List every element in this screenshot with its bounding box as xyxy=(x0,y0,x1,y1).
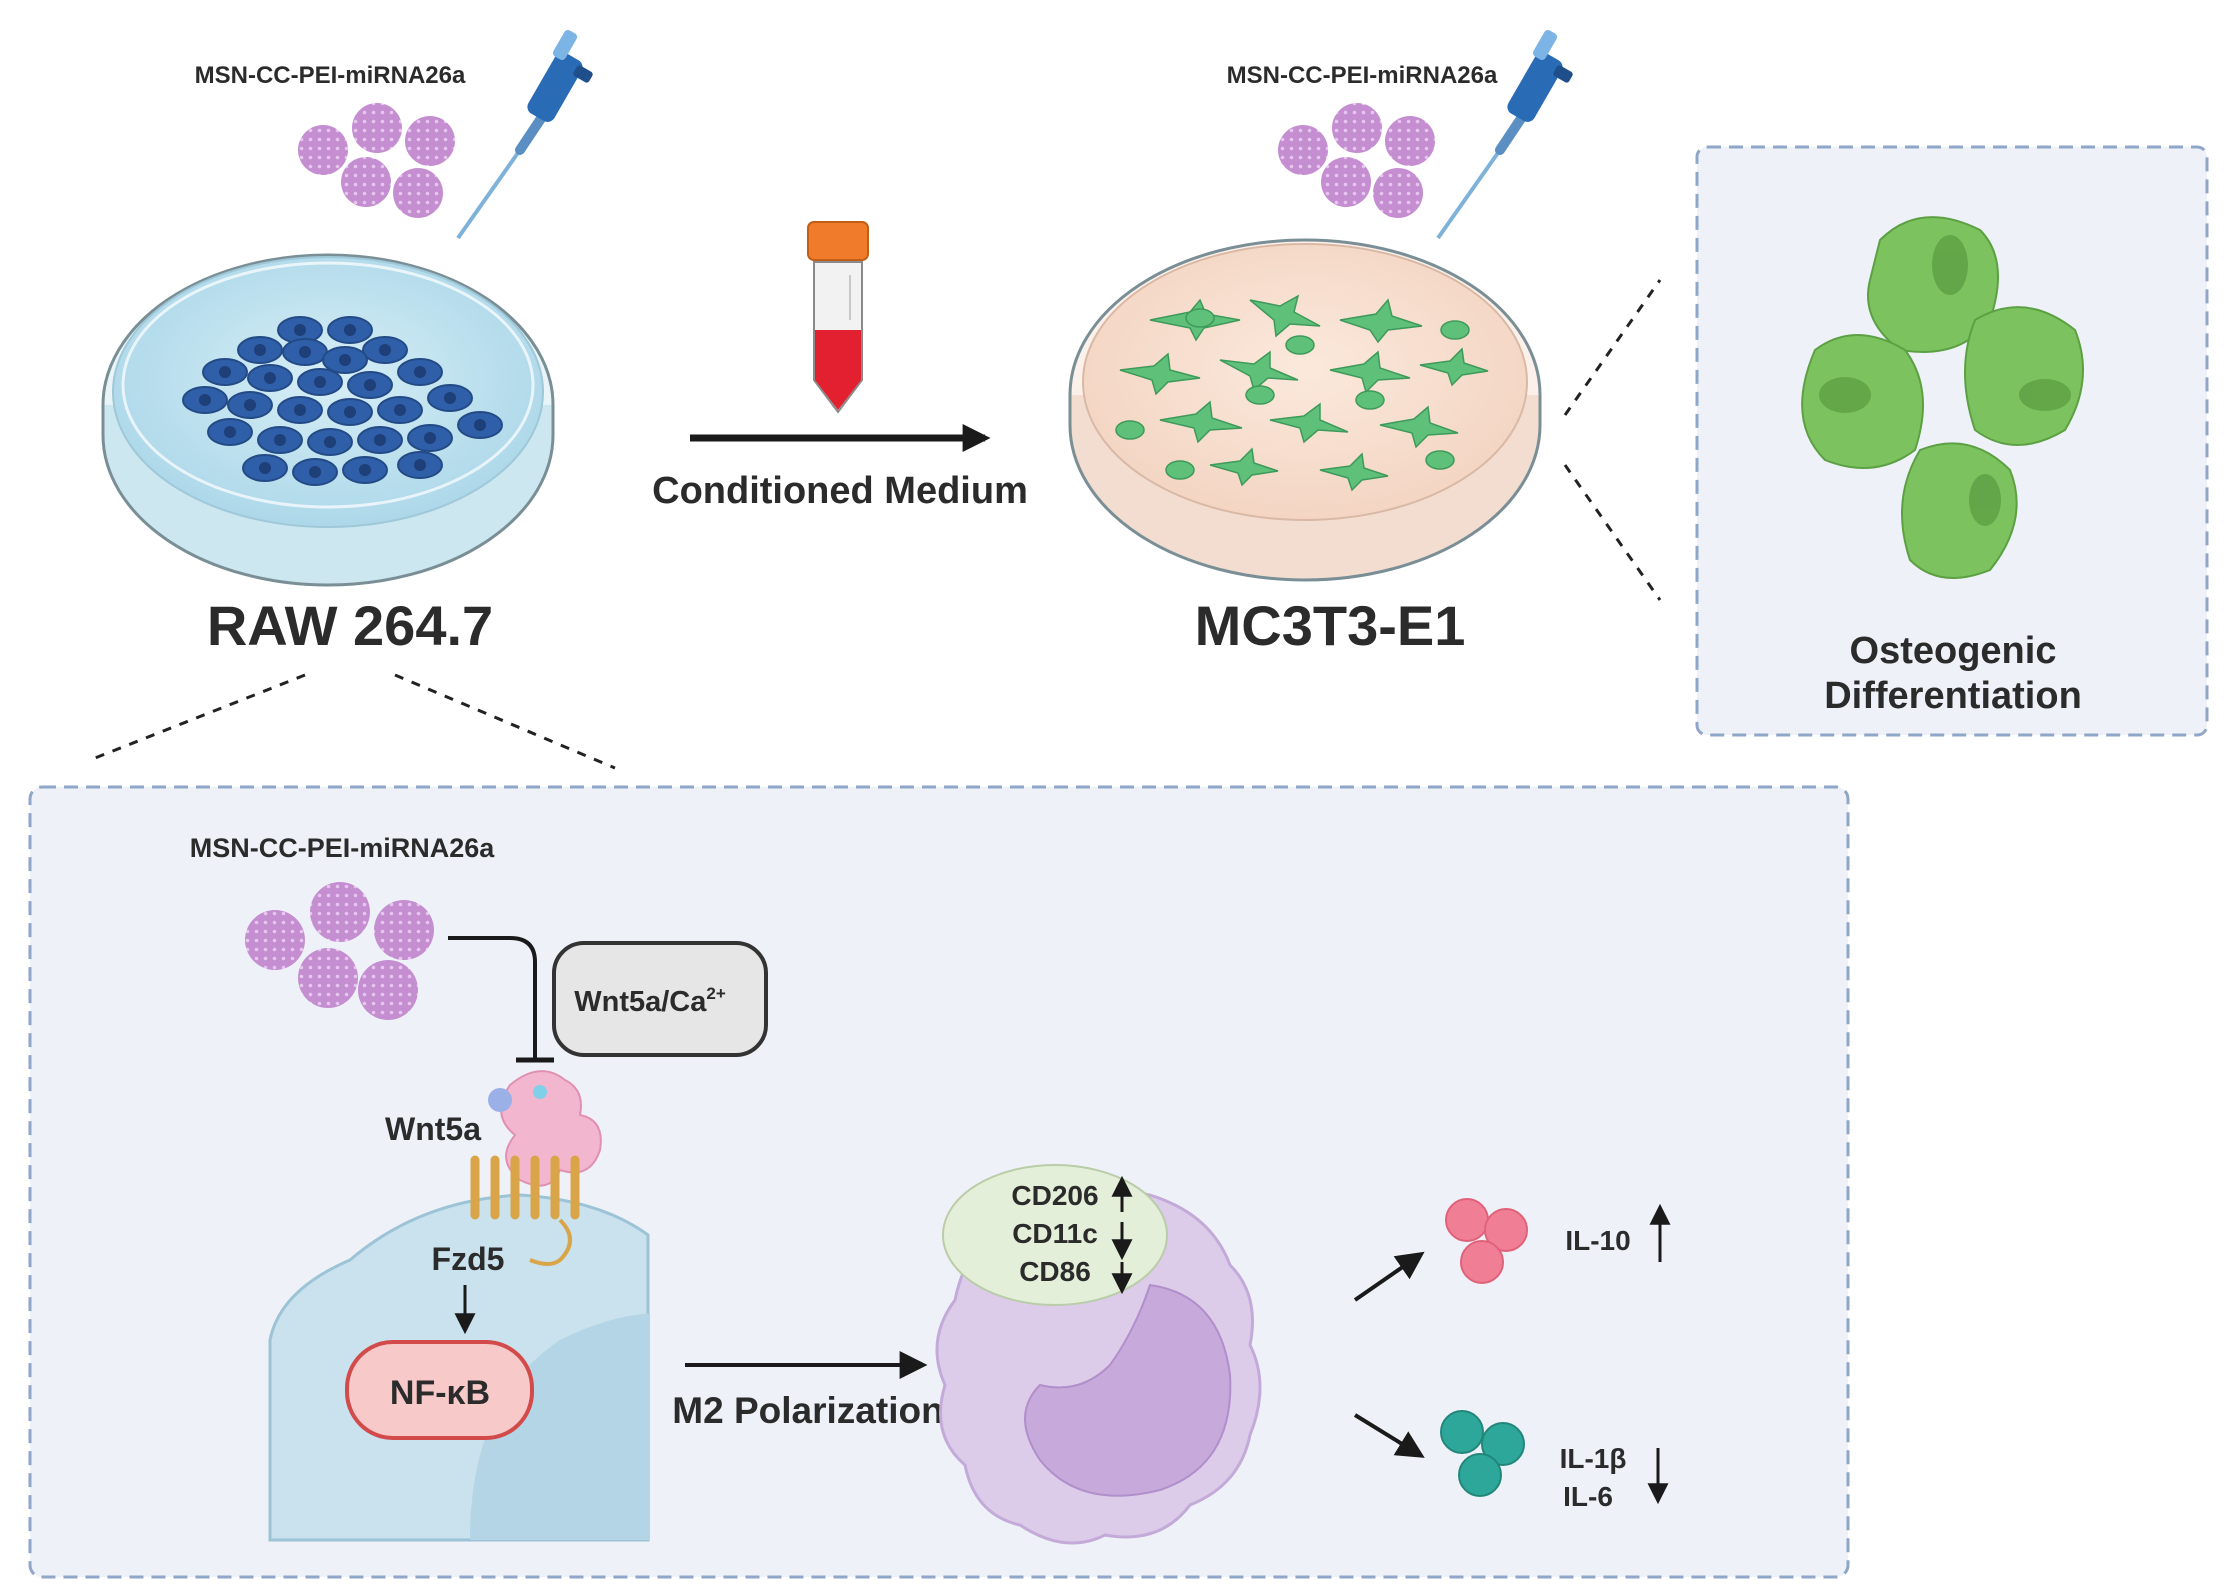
il1b-il6-cytokines xyxy=(1440,1410,1525,1497)
fzd5-tail xyxy=(529,1218,572,1266)
nfkb-box: NF-κB xyxy=(345,1340,534,1440)
raw-label: RAW 264.7 xyxy=(207,594,493,657)
zoom-line-left xyxy=(89,673,306,762)
nanoparticle-label-left: MSN-CC-PEI-miRNA26a xyxy=(195,62,466,89)
il10-label: IL-10 xyxy=(1565,1225,1630,1256)
nanoparticle-label-right: MSN-CC-PEI-miRNA26a xyxy=(1227,62,1498,89)
arrow-to-il10 xyxy=(1353,1251,1425,1302)
fzd5-label: Fzd5 xyxy=(432,1241,505,1277)
osteogenic-panel: Osteogenic Differentiation xyxy=(1695,145,2209,737)
pathway-nanoparticle-cluster xyxy=(245,882,434,1020)
raw-section: MSN-CC-PEI-miRNA26a xyxy=(101,29,593,657)
tube-icon xyxy=(807,221,869,414)
petri-dish-raw xyxy=(101,253,555,587)
zoom-line-lower xyxy=(1563,464,1662,601)
nanoparticle-cluster-right xyxy=(1278,103,1435,218)
marker-cd206: CD206 xyxy=(1011,1180,1098,1211)
osteo-label-line2: Differentiation xyxy=(1824,675,2082,717)
pipette-icon-left xyxy=(456,29,593,240)
pipette-icon-right xyxy=(1436,29,1573,240)
conditioned-medium-label: Conditioned Medium xyxy=(652,470,1028,512)
fzd5-receptor-icon xyxy=(470,1155,580,1220)
mc3t3-label: MC3T3-E1 xyxy=(1195,594,1466,657)
marker-cd86: CD86 xyxy=(1019,1256,1091,1287)
osteo-label-line1: Osteogenic xyxy=(1850,630,2057,672)
arrow-to-il1b xyxy=(1353,1413,1425,1458)
pathway-nanoparticle-label: MSN-CC-PEI-miRNA26a xyxy=(190,833,496,863)
nanoparticle-cluster-left xyxy=(298,103,455,218)
mc3t3-cells xyxy=(1115,294,1489,492)
zoom-line-right xyxy=(394,673,616,770)
svg-text:Wnt5a/Ca2+: Wnt5a/Ca2+ xyxy=(574,984,726,1018)
m2-polarization-label: M2 Polarization xyxy=(672,1390,943,1431)
osteoblast-nuclei xyxy=(1819,235,2071,526)
conditioned-medium-transfer: Conditioned Medium xyxy=(652,221,1028,512)
il10-cytokines xyxy=(1445,1198,1528,1284)
mc3t3-section: MSN-CC-PEI-miRNA26a xyxy=(1068,29,1573,657)
il1b-label: IL-1β xyxy=(1560,1443,1627,1474)
il6-label: IL-6 xyxy=(1563,1481,1613,1512)
inhibition-line xyxy=(448,936,537,1058)
wnt5a-ca-superscript: 2+ xyxy=(706,984,725,1003)
wnt5a-ca-text: Wnt5a/Ca xyxy=(574,986,707,1018)
raw-cell-cluster xyxy=(182,316,503,486)
pathway-panel: MSN-CC-PEI-miRNA26a Wnt5a/Ca2+ xyxy=(28,785,1850,1579)
nfkb-label: NF-κB xyxy=(390,1374,490,1412)
petri-dish-mc3t3 xyxy=(1068,238,1542,582)
zoom-line-upper xyxy=(1563,279,1662,416)
wnt5a-label: Wnt5a xyxy=(385,1111,481,1147)
surface-marker-ellipse: CD206 CD11c CD86 xyxy=(942,1164,1168,1306)
marker-cd11c: CD11c xyxy=(1012,1218,1098,1249)
wnt5a-ca-box: Wnt5a/Ca2+ xyxy=(552,941,768,1057)
